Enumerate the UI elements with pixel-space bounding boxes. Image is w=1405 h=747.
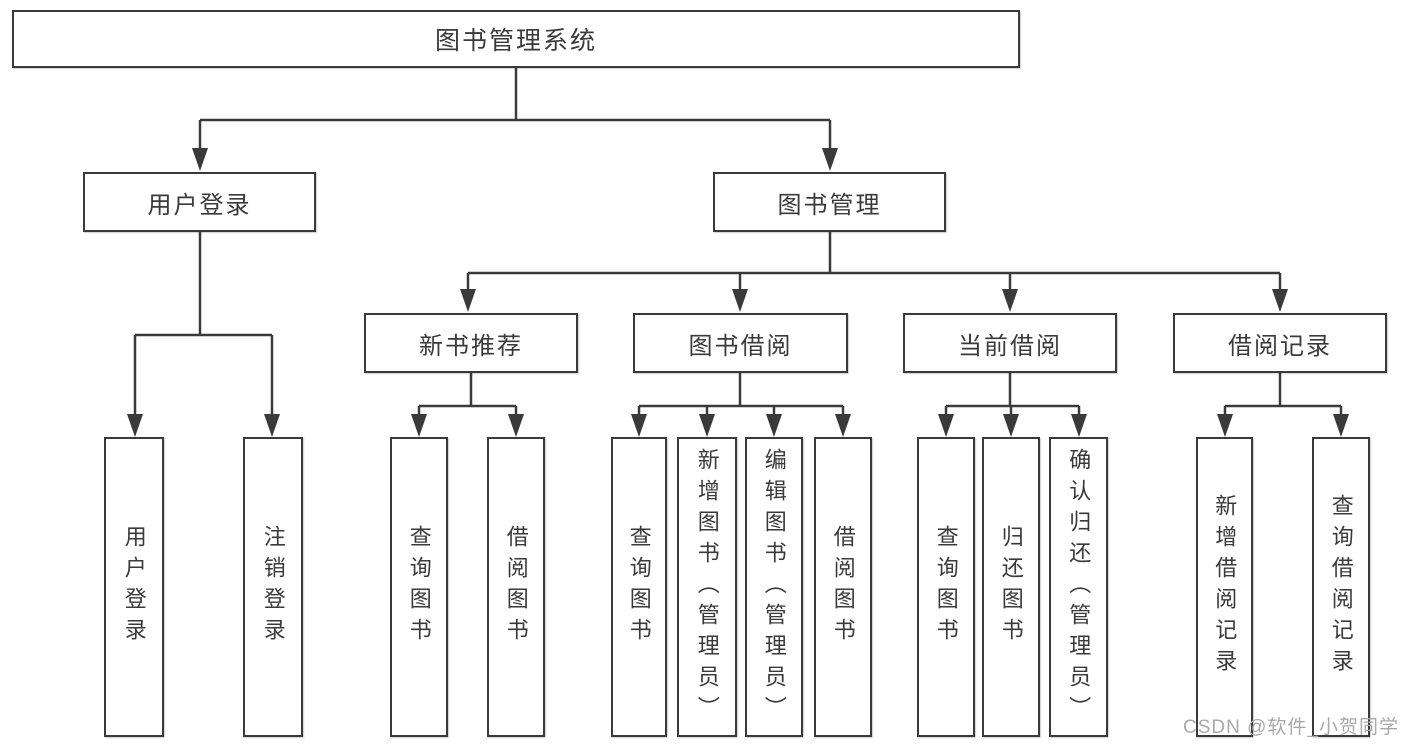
node-book-borrowing: 图书借阅	[633, 313, 848, 373]
node-library-management-system-label: 图书管理系统	[434, 27, 597, 55]
node-borrowing-records: 借阅记录	[1173, 313, 1387, 373]
arrowhead	[508, 414, 524, 437]
arrowhead	[1002, 289, 1018, 312]
arrowhead	[1071, 414, 1087, 437]
leaf-confirm-return-admin-label: 确认归还（管理员）	[1066, 447, 1092, 727]
leaf-add-book-admin-label: 新增图书（管理员）	[694, 447, 720, 727]
leaf-add-borrow-record-label: 新增借阅记录	[1212, 494, 1238, 680]
leaf-user-login-label: 用户登录	[121, 525, 147, 649]
arrowhead	[1272, 289, 1288, 312]
arrowhead	[699, 414, 715, 437]
node-book-borrowing-label: 图书借阅	[688, 332, 793, 360]
leaf-return-book: 归还图书	[982, 437, 1040, 737]
leaf-user-login: 用户登录	[104, 437, 164, 737]
leaf-edit-book-admin: 编辑图书（管理员）	[745, 437, 803, 737]
arrowhead	[631, 414, 647, 437]
leaf-query-books-current: 查询图书	[917, 437, 975, 737]
node-current-borrowing-label: 当前借阅	[958, 332, 1062, 360]
arrowhead	[835, 414, 851, 437]
leaf-add-book-admin: 新增图书（管理员）	[677, 437, 737, 737]
leaf-query-books-recommend: 查询图书	[390, 437, 448, 737]
leaf-add-borrow-record: 新增借阅记录	[1196, 437, 1253, 737]
arrowhead	[192, 148, 208, 171]
node-book-management: 图书管理	[713, 172, 946, 232]
leaf-query-books-current-label: 查询图书	[933, 525, 959, 649]
leaf-borrow-books-borrowing: 借阅图书	[814, 437, 872, 737]
leaf-borrow-books-recommend: 借阅图书	[487, 437, 545, 737]
node-library-management-system: 图书管理系统	[12, 10, 1020, 68]
leaf-borrow-books-recommend-label: 借阅图书	[503, 525, 529, 649]
csdn-watermark: CSDN @软件_小贺同学	[1183, 717, 1399, 738]
leaf-query-books-borrowing: 查询图书	[611, 437, 667, 737]
leaf-query-books-borrowing-label: 查询图书	[626, 525, 652, 649]
leaf-borrow-books-borrowing-label: 借阅图书	[830, 525, 856, 649]
leaf-confirm-return-admin: 确认归还（管理员）	[1049, 437, 1108, 737]
arrowhead	[127, 414, 143, 437]
leaf-query-borrow-record-label: 查询借阅记录	[1328, 494, 1354, 680]
node-current-borrowing: 当前借阅	[903, 313, 1117, 373]
arrowhead	[1217, 414, 1233, 437]
arrowhead	[766, 414, 782, 437]
node-book-management-label: 图书管理	[777, 191, 882, 219]
node-user-login-label: 用户登录	[147, 191, 252, 219]
arrowhead	[460, 289, 476, 312]
node-new-book-recommendation: 新书推荐	[364, 313, 578, 373]
leaf-logout: 注销登录	[243, 437, 303, 737]
arrowhead	[822, 148, 838, 171]
arrowhead	[938, 414, 954, 437]
node-borrowing-records-label: 借阅记录	[1228, 332, 1332, 360]
arrowhead	[732, 289, 748, 312]
node-user-login: 用户登录	[83, 172, 316, 232]
arrowhead	[411, 414, 427, 437]
leaf-edit-book-admin-label: 编辑图书（管理员）	[761, 447, 787, 727]
leaf-return-book-label: 归还图书	[998, 525, 1024, 649]
leaf-query-books-recommend-label: 查询图书	[406, 525, 432, 649]
arrowhead	[1003, 414, 1019, 437]
leaf-query-borrow-record: 查询借阅记录	[1312, 437, 1370, 737]
arrowhead	[1333, 414, 1349, 437]
leaf-logout-label: 注销登录	[260, 525, 286, 649]
node-new-book-recommendation-label: 新书推荐	[419, 332, 523, 360]
arrowhead	[264, 414, 280, 437]
